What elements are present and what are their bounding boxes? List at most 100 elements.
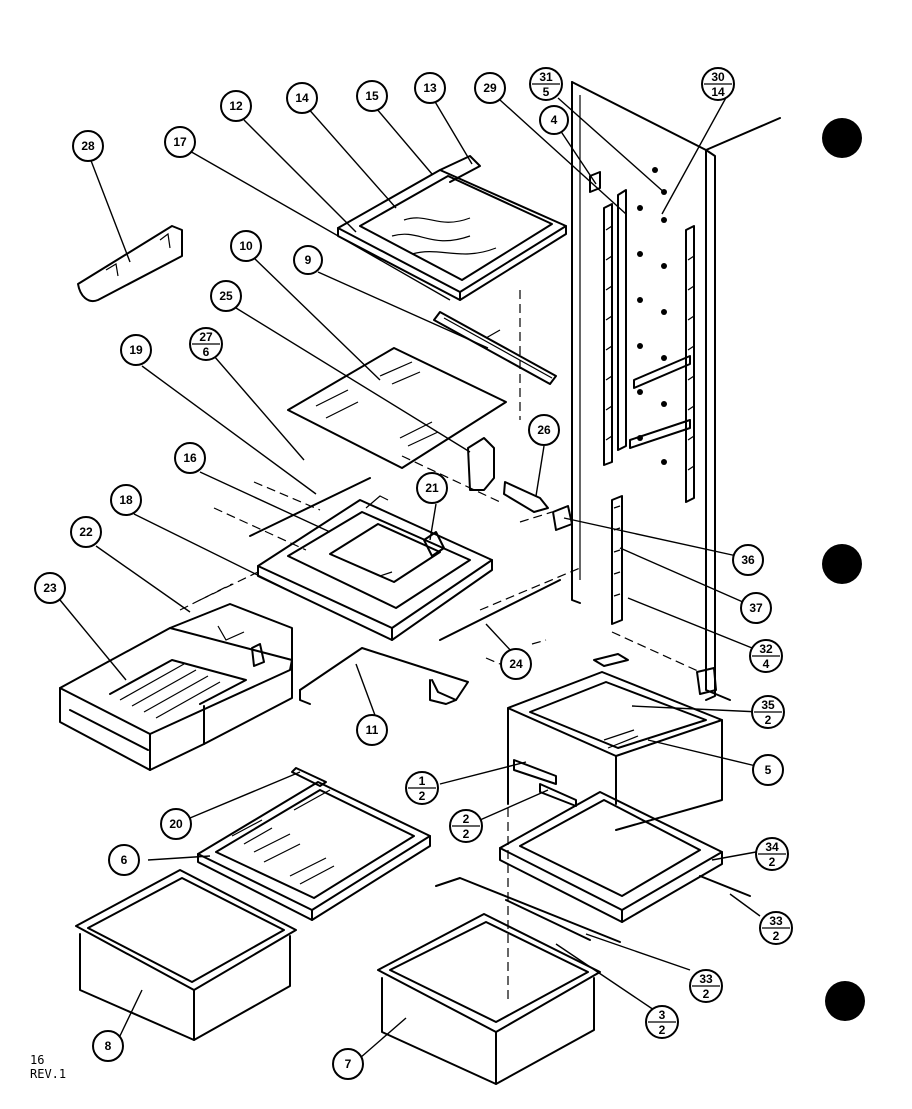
callout-1-2: 12	[405, 771, 439, 805]
svg-text:36: 36	[741, 553, 755, 567]
svg-text:26: 26	[537, 423, 551, 437]
callout-25: 25	[210, 280, 242, 312]
callout-13: 13	[414, 72, 446, 104]
callout-31-5: 315	[529, 67, 563, 101]
svg-text:2: 2	[703, 987, 710, 1001]
callout-11: 11	[356, 714, 388, 746]
svg-text:2: 2	[659, 1023, 666, 1037]
callout-4: 4	[539, 105, 569, 135]
svg-text:23: 23	[43, 581, 57, 595]
svg-text:22: 22	[79, 525, 93, 539]
svg-text:31: 31	[539, 70, 553, 84]
svg-text:11: 11	[366, 723, 379, 737]
svg-text:8: 8	[105, 1039, 112, 1053]
svg-text:6: 6	[203, 345, 210, 359]
cover-28	[77, 225, 183, 302]
svg-text:3: 3	[659, 1008, 666, 1022]
callout-19: 19	[120, 334, 152, 366]
svg-text:18: 18	[119, 493, 133, 507]
callout-34-2: 342	[755, 837, 789, 871]
svg-text:19: 19	[129, 343, 143, 357]
callout-15: 15	[356, 80, 388, 112]
svg-text:10: 10	[239, 239, 253, 253]
binder-hole-middle	[822, 544, 862, 584]
callout-12: 12	[220, 90, 252, 122]
svg-text:35: 35	[761, 698, 775, 712]
svg-text:2: 2	[773, 929, 780, 943]
callout-5: 5	[752, 754, 784, 786]
callout-6: 6	[108, 844, 140, 876]
page-number: 16	[30, 1053, 44, 1067]
rail-33	[435, 875, 751, 943]
callout-16: 16	[174, 442, 206, 474]
crisper-drawer-23	[59, 627, 293, 771]
glass-shelf-10	[287, 347, 507, 469]
callout-37: 37	[740, 592, 772, 624]
callout-26: 26	[528, 414, 560, 446]
svg-text:2: 2	[765, 713, 772, 727]
callout-29: 29	[474, 72, 506, 104]
callout-36: 36	[732, 544, 764, 576]
callout-22: 22	[70, 516, 102, 548]
svg-text:14: 14	[711, 85, 725, 99]
callout-28: 28	[72, 130, 104, 162]
drawer-7	[377, 913, 601, 1085]
callout-14: 14	[286, 82, 318, 114]
callout-7: 7	[332, 1048, 364, 1080]
svg-text:4: 4	[551, 113, 558, 127]
svg-text:34: 34	[765, 840, 779, 854]
callout-17: 17	[164, 126, 196, 158]
callout-27-6: 276	[189, 327, 223, 361]
top-shelf-assembly	[337, 155, 567, 301]
callout-32-4: 324	[749, 639, 783, 673]
shelf-rail-9	[433, 311, 557, 385]
callout-10: 10	[230, 230, 262, 262]
support-rod-24	[439, 579, 561, 641]
binder-hole-top	[822, 118, 862, 158]
svg-text:30: 30	[711, 70, 725, 84]
svg-text:2: 2	[769, 855, 776, 869]
leader-lines	[59, 93, 763, 1059]
svg-text:28: 28	[81, 139, 95, 153]
callout-8: 8	[92, 1030, 124, 1062]
callout-3-2: 32	[645, 1005, 679, 1039]
callout-23: 23	[34, 572, 66, 604]
svg-text:2: 2	[463, 812, 470, 826]
clip-20	[291, 767, 327, 787]
svg-text:14: 14	[295, 91, 309, 105]
svg-text:21: 21	[425, 481, 439, 495]
callout-33-2-lower: 332	[689, 969, 723, 1003]
callout-21: 21	[416, 472, 448, 504]
callout-18: 18	[110, 484, 142, 516]
callout-2-2: 22	[449, 809, 483, 843]
revision-label: REV.1	[30, 1067, 66, 1081]
svg-text:15: 15	[365, 89, 379, 103]
svg-text:4: 4	[763, 657, 770, 671]
svg-text:12: 12	[229, 99, 243, 113]
svg-text:32: 32	[759, 642, 773, 656]
svg-text:37: 37	[749, 601, 763, 615]
svg-text:6: 6	[121, 853, 128, 867]
svg-text:25: 25	[219, 289, 233, 303]
svg-text:33: 33	[769, 914, 783, 928]
svg-text:5: 5	[765, 763, 772, 777]
svg-text:7: 7	[345, 1057, 352, 1071]
callout-24: 24	[500, 648, 532, 680]
svg-text:1: 1	[419, 774, 426, 788]
svg-text:27: 27	[199, 330, 213, 344]
svg-text:20: 20	[169, 817, 183, 831]
page-footer: 16 REV.1	[30, 1053, 66, 1081]
svg-text:17: 17	[173, 135, 187, 149]
svg-text:13: 13	[423, 81, 437, 95]
drawer-cover-5	[507, 653, 723, 831]
crisper-cover-frame	[257, 495, 493, 641]
callout-35-2: 352	[751, 695, 785, 729]
svg-text:2: 2	[419, 789, 426, 803]
callout-9: 9	[293, 245, 323, 275]
support-rod-19	[249, 477, 371, 537]
drawer-frame-34	[499, 759, 723, 1000]
drawer-8	[75, 869, 297, 1041]
svg-text:33: 33	[699, 972, 713, 986]
